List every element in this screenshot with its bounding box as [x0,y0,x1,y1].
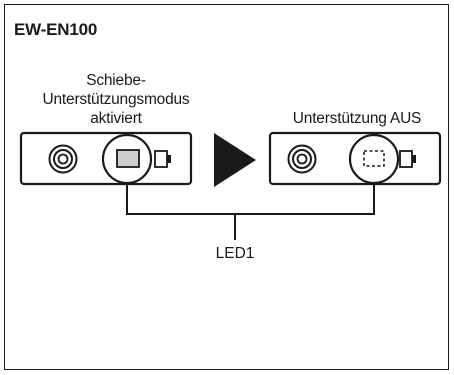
caption-line: Unterstützung AUS [292,110,422,127]
caption-line: Schiebe- [86,72,146,89]
battery-icon [154,150,171,168]
led1-leader-lines [126,183,375,240]
led1-label: LED1 [215,245,255,262]
button-icon [48,144,78,174]
button-icon [287,144,317,174]
play-arrow-icon [214,133,256,187]
led-highlight-circle [348,133,400,185]
model-title: EW-EN100 [14,20,98,39]
caption-assist-off: Unterstützung AUS [272,109,442,128]
caption-line: aktiviert [90,110,142,127]
caption-line: Unterstützungsmodus [42,91,190,108]
junction-box-left [19,131,193,186]
caption-walk-assist-active: Schiebe- Unterstützungsmodus aktiviert [0,71,232,128]
battery-icon [399,150,416,168]
led1-off-indicator [363,150,385,167]
junction-box-right [268,131,442,186]
led1-lit-indicator [116,149,140,168]
